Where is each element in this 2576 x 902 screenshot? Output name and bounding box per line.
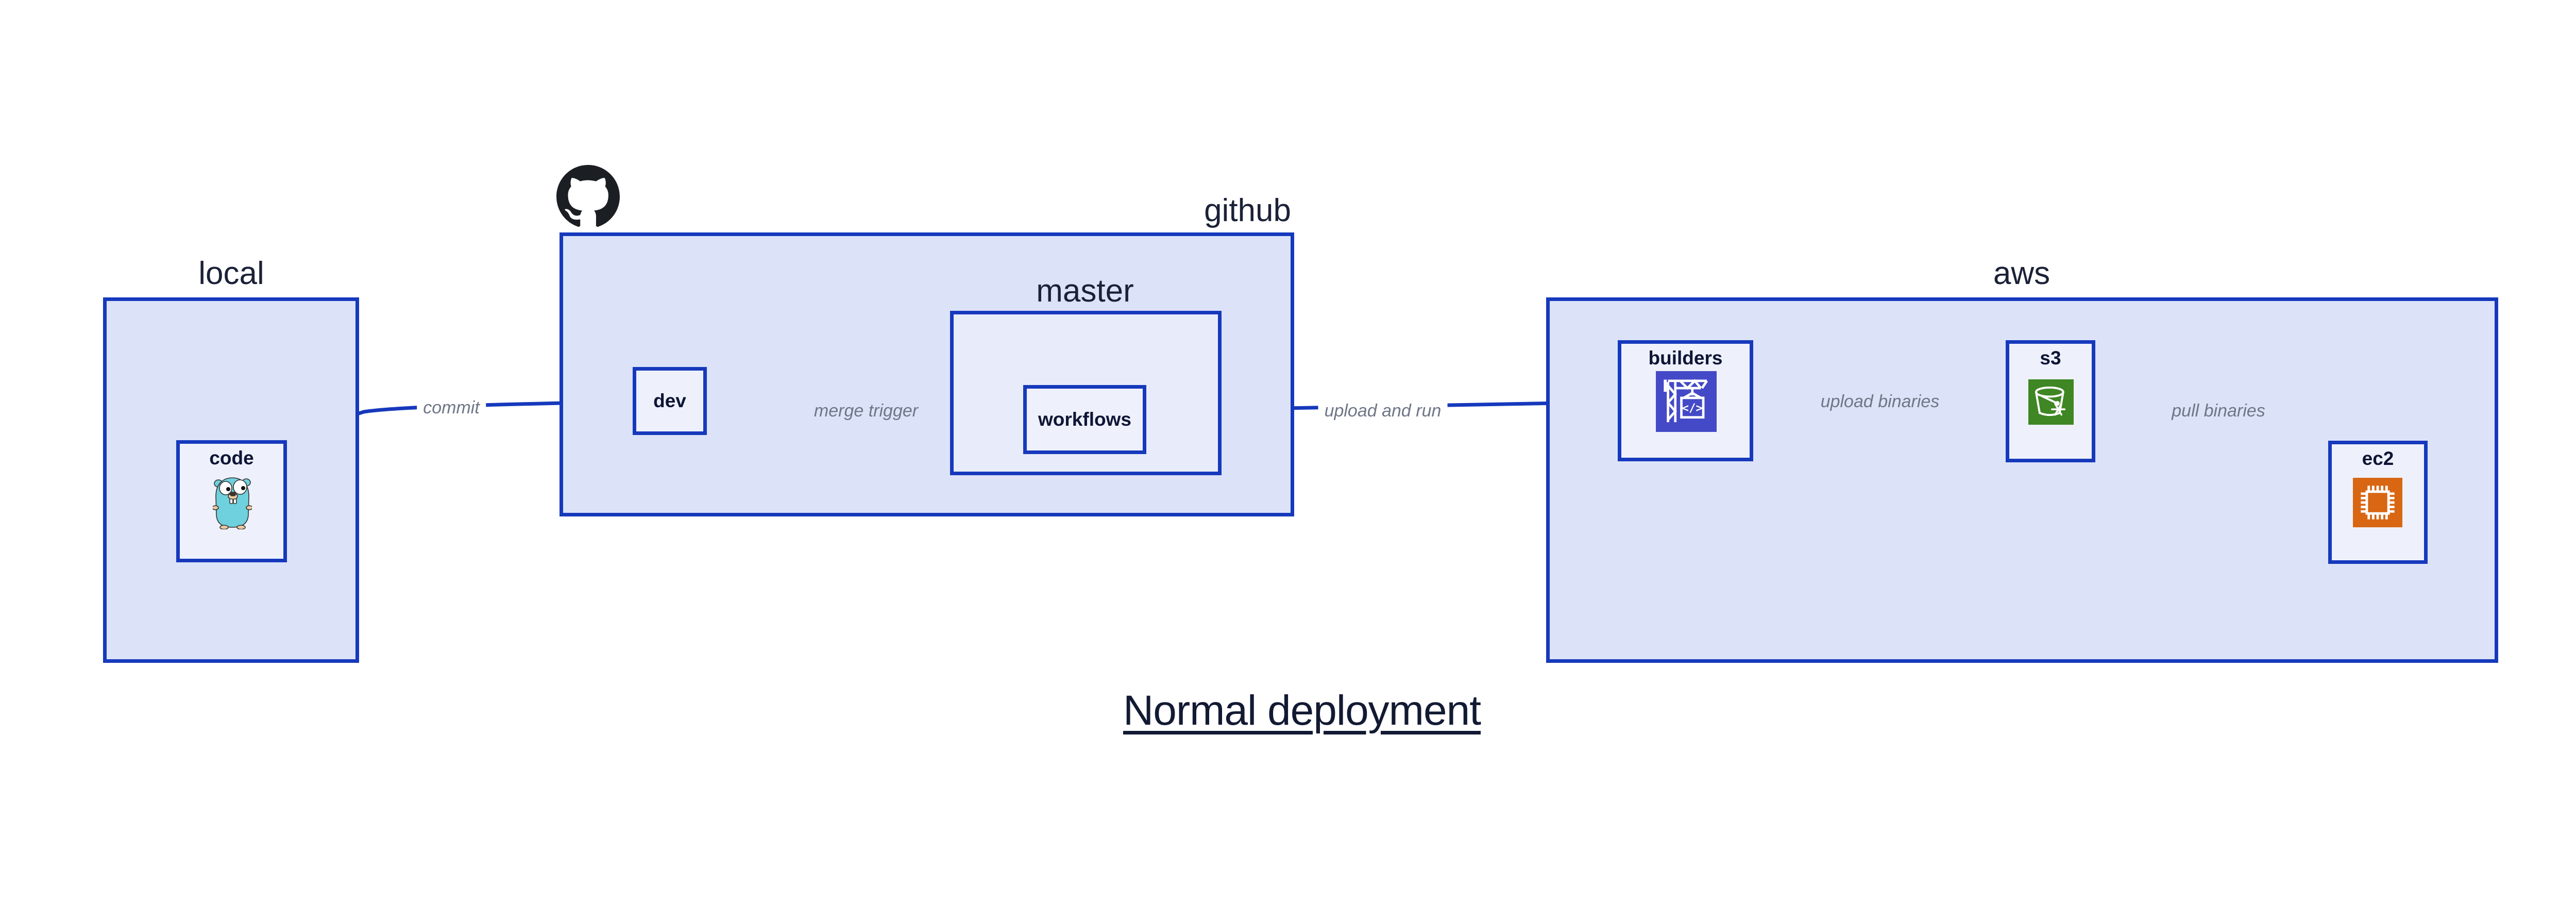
github-octocat-icon	[556, 165, 620, 228]
container-label-github: github	[1204, 193, 1291, 228]
node-label-dev: dev	[653, 390, 686, 411]
svg-text:</>: </>	[1682, 402, 1703, 415]
edge-label-pull-binaries: pull binaries	[2165, 399, 2272, 422]
node-code: code	[176, 440, 287, 562]
node-dev: dev	[633, 367, 707, 435]
container-label-master: master	[1036, 273, 1134, 309]
container-label-local: local	[198, 256, 264, 291]
edge-label-upload-binaries: upload binaries	[1814, 390, 1946, 413]
node-s3: s3	[2006, 340, 2095, 462]
edge-label-merge-trigger: merge trigger	[807, 399, 925, 422]
container-label-aws: aws	[1993, 256, 2050, 291]
edge-label-commit: commit	[417, 396, 486, 419]
node-label-code: code	[209, 447, 254, 469]
node-label-builders: builders	[1648, 347, 1723, 369]
diagram-title: Normal deployment	[1123, 687, 1481, 734]
codebuild-crane-icon: </>	[1656, 371, 1717, 432]
node-label-ec2: ec2	[2362, 448, 2394, 469]
node-label-s3: s3	[2040, 347, 2061, 369]
s3-bucket-glacier-icon	[2028, 379, 2074, 425]
node-label-workflows: workflows	[1038, 409, 1131, 430]
node-workflows: workflows	[1023, 385, 1146, 454]
ec2-chip-icon	[2353, 478, 2402, 527]
go-gopher-icon	[212, 476, 253, 530]
edge-label-upload-and-run: upload and run	[1318, 399, 1448, 422]
